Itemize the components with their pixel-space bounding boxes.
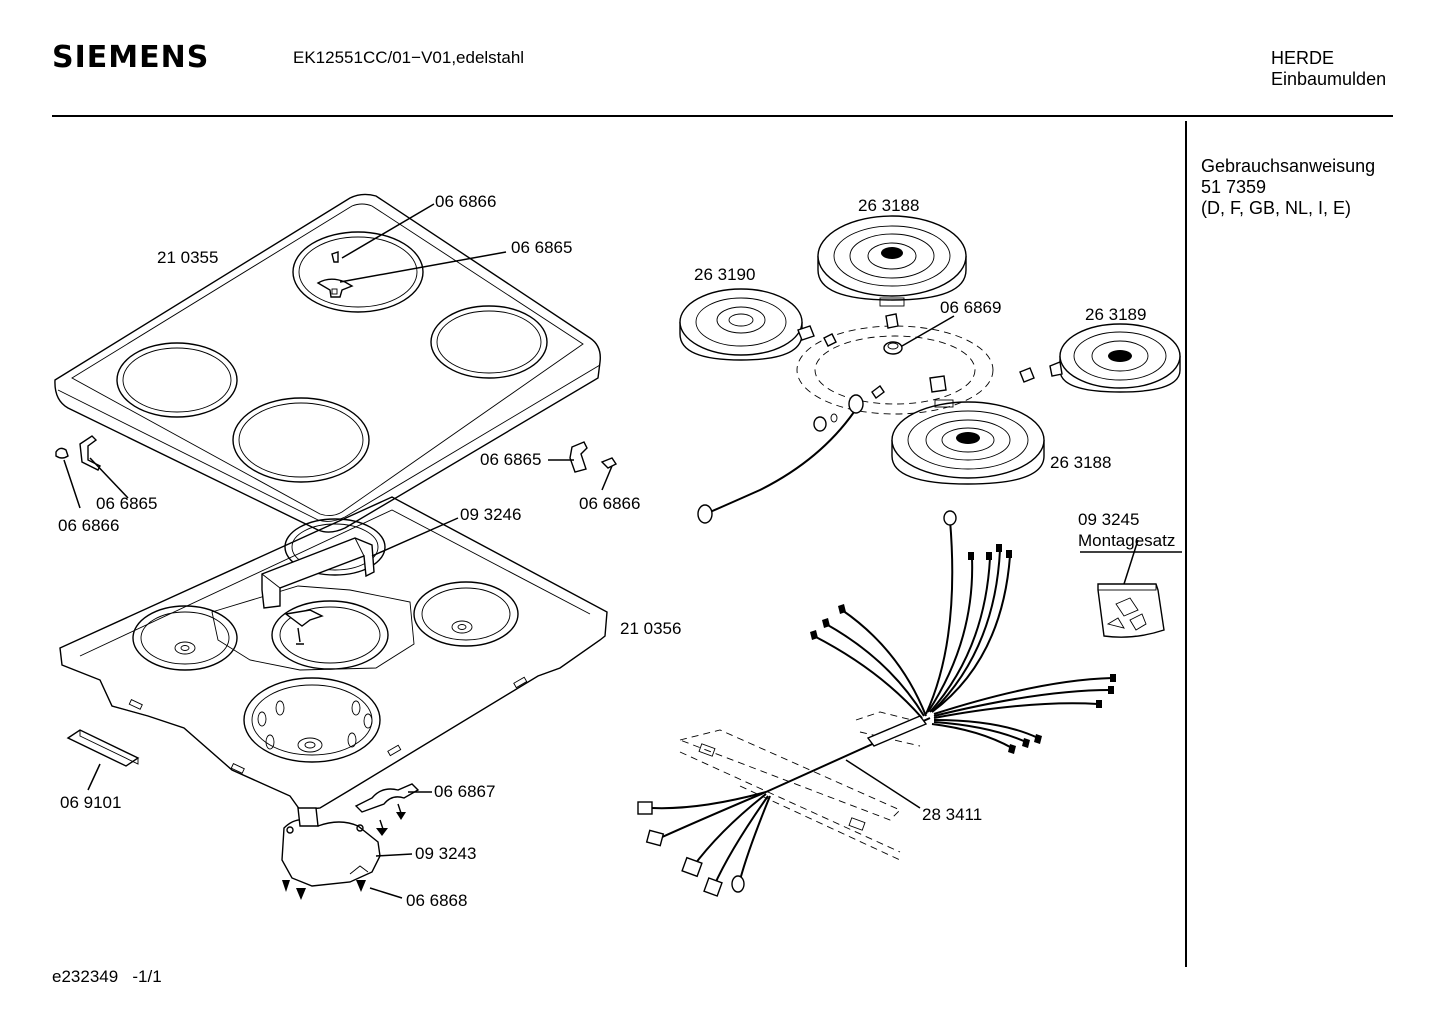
part-label: 06 6869 (940, 298, 1001, 317)
dashed-mounting-ring (796, 325, 994, 415)
part-label: 06 6865 (96, 494, 157, 513)
part-label: 21 0355 (157, 248, 218, 267)
part-label: 26 3188 (1050, 453, 1111, 472)
cooking-zone-front-right (232, 397, 370, 483)
part-label: 06 6867 (434, 782, 495, 801)
heater-263190 (679, 288, 815, 361)
heater-263188-top (817, 215, 967, 307)
wiring-harness-283411 (637, 510, 1116, 897)
part-label: 06 6866 (58, 516, 119, 535)
part-label: 06 6866 (579, 494, 640, 513)
manual-title: Gebrauchsanweisung (1201, 156, 1376, 176)
tray-cup-left (132, 605, 238, 671)
part-label: 26 3188 (858, 196, 919, 215)
sensor-066869 (697, 341, 903, 524)
part-label: 09 3243 (415, 844, 476, 863)
part-label: 21 0356 (620, 619, 681, 638)
rail-069101 (66, 729, 140, 767)
part-label: 09 3245 (1078, 510, 1139, 529)
part-label: 06 9101 (60, 793, 121, 812)
brand-logo: SIEMENS (52, 40, 210, 75)
model-number: EK12551CC/01−V01,edelstahl (293, 48, 525, 67)
category: HERDE Einbaumulden (1271, 48, 1386, 90)
leader-lines (63, 203, 1182, 899)
screws-066868 (282, 880, 366, 900)
clip-right-group (569, 441, 618, 473)
part-label: 06 6868 (406, 891, 467, 910)
part-label: Montagesatz (1078, 531, 1175, 550)
bottom-tray (59, 496, 608, 811)
heater-263189 (1049, 323, 1181, 393)
page-number: -1/1 (132, 967, 162, 986)
doc-id: e232349 (52, 967, 119, 986)
manual-languages: (D, F, GB, NL, I, E) (1201, 198, 1352, 218)
tray-center-plate (211, 585, 415, 671)
cover-plate-093243 (281, 807, 381, 887)
connector-clips (823, 313, 1035, 393)
cooking-zone-front-left (116, 342, 238, 418)
screw-clip-on-top (316, 251, 354, 298)
part-label: 06 6865 (480, 450, 541, 469)
header-divider (52, 115, 1393, 117)
part-label: 26 3190 (694, 265, 755, 284)
heater-263188-bottom (891, 399, 1045, 485)
part-label: 26 3189 (1085, 305, 1146, 324)
category-line-2: Einbaumulden (1271, 69, 1387, 89)
cooking-zone-rear-left (292, 231, 424, 313)
manual-reference: Gebrauchsanweisung 51 7359 (D, F, GB, NL… (1201, 156, 1375, 219)
clip-left-group (55, 435, 101, 471)
cooking-zone-rear-right (430, 305, 548, 379)
part-label: 06 6866 (435, 192, 496, 211)
bracket-093246 (261, 537, 375, 609)
manual-number: 51 7359 (1201, 177, 1267, 197)
sidebar-divider (1185, 121, 1187, 967)
part-label: 28 3411 (922, 805, 982, 824)
tray-cup-rear (284, 518, 386, 576)
mounting-kit-bag (1097, 583, 1165, 638)
clamp-066867 (354, 783, 420, 836)
footer-doc-id: e232349 -1/1 (52, 967, 162, 987)
tray-cup-right (413, 581, 519, 647)
category-line-1: HERDE (1271, 48, 1335, 68)
part-label: 06 6865 (511, 238, 572, 257)
tray-cup-front (243, 677, 381, 763)
part-label: 09 3246 (460, 505, 521, 524)
